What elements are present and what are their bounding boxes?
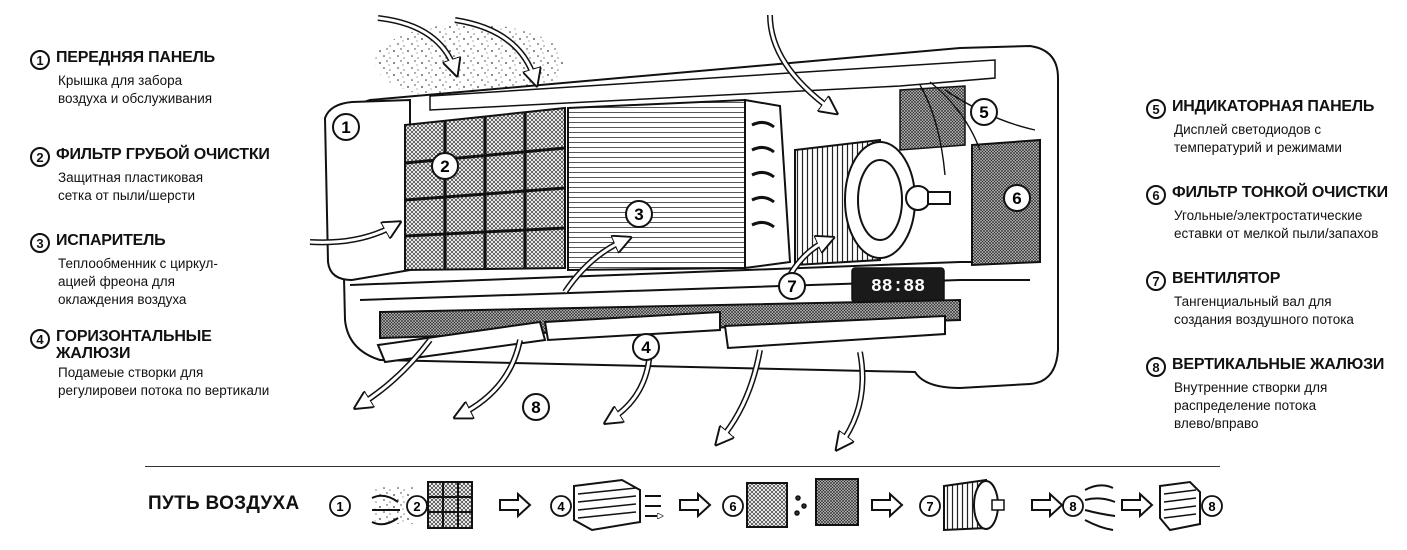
callout-number: 1 <box>341 118 350 137</box>
callout-number: 3 <box>634 205 643 224</box>
legend-title: ФИЛЬТР ТОНКОЙ ОЧИСТКИ <box>1172 184 1388 201</box>
legend-number-badge: 5 <box>1146 99 1166 119</box>
air-path-step-6: 8 <box>1062 495 1084 517</box>
callout-badges: 1 2 3 4 5 6 7 8 <box>332 98 1031 421</box>
callout-1: 1 <box>332 113 360 141</box>
dust-cloud <box>375 24 565 100</box>
legend-title: ИНДИКАТОРНАЯ ПАНЕЛЬ <box>1172 98 1375 115</box>
legend-desc-line: ацией фреона для <box>58 274 175 289</box>
air-path-step-badges: 1 2 4 6 7 8 8 <box>329 495 1223 517</box>
legend-item-3: 3 ИСПАРИТЕЛЬ Теплообменник с циркул-ацией … <box>30 232 310 309</box>
blower-fan <box>794 138 951 267</box>
legend-number-badge: 1 <box>30 50 50 70</box>
callout-number: 8 <box>531 398 540 417</box>
air-path-step-3: 4 <box>550 495 572 517</box>
legend-number-badge: 6 <box>1146 185 1166 205</box>
legend-desc-line: Подамеые створки для <box>58 365 204 380</box>
air-path-step-2: 2 <box>406 495 428 517</box>
legend-item-8: 8 ВЕРТИКАЛЬНЫЕ ЖАЛЮЗИ Внутренние створки д… <box>1146 356 1407 433</box>
legend-desc-line: Угольные/электростатические <box>1174 208 1363 223</box>
display-readout: 88:88 <box>871 277 925 297</box>
legend-number-badge: 4 <box>30 329 50 349</box>
airflow-arrows-inner <box>309 14 864 446</box>
legend-title: ИСПАРИТЕЛЬ <box>56 232 166 249</box>
legend-number-badge: 2 <box>30 147 50 167</box>
legend-desc-line: Защитная пластиковая <box>58 170 204 185</box>
air-path-step-4: 6 <box>722 495 744 517</box>
legend-item-2: 2 ФИЛЬТР ГРУБОЙ ОЧИСТКИ Защитная пластиков… <box>30 146 310 205</box>
legend-number-badge: 8 <box>1146 357 1166 377</box>
legend-title: ФИЛЬТР ГРУБОЙ ОЧИСТКИ <box>56 146 270 163</box>
rear-mesh <box>899 85 966 151</box>
callout-2: 2 <box>431 152 459 180</box>
air-path-step-1: 1 <box>329 495 351 517</box>
step-number: 4 <box>557 499 565 514</box>
legend-item-5: 5 ИНДИКАТОРНАЯ ПАНЕЛЬ Дисплей светодиодов … <box>1146 98 1407 157</box>
callout-number: 6 <box>1012 189 1021 208</box>
callout-4: 4 <box>632 333 660 361</box>
callout-number: 7 <box>787 277 796 296</box>
callout-3: 3 <box>625 200 653 228</box>
legend-desc-line: оклаждения воздуха <box>58 292 187 307</box>
legend-desc-line: еставки от мелкой пыли/запахов <box>1174 226 1379 241</box>
display-panel: 88:88 <box>851 267 945 303</box>
step-number: 6 <box>729 499 736 514</box>
air-path-title: ПУТЬ ВОЗДУХА <box>148 493 300 514</box>
legend-item-1: 1 ПЕРЕДНЯЯ ПАНЕЛЬ Крышка для забора воздуха… <box>30 49 310 108</box>
evaporator <box>567 98 792 272</box>
legend-item-4: 4 ГОРИЗОНТАЛЬНЫЕ ЖАЛЮЗИ Подамеые створки д… <box>30 328 310 400</box>
divider <box>145 466 1220 467</box>
step-number: 7 <box>926 499 933 514</box>
top-rear-strip <box>429 59 996 111</box>
callout-7: 7 <box>778 272 806 300</box>
callout-number: 4 <box>641 338 651 357</box>
step-number: 2 <box>413 499 420 514</box>
legend-desc-line: регулировеи потока по вертикали <box>58 383 270 398</box>
step-number: 8 <box>1208 499 1215 514</box>
callout-5: 5 <box>970 98 998 126</box>
callout-8: 8 <box>522 393 550 421</box>
step-number: 1 <box>336 499 343 514</box>
legend-title: ВЕНТИЛЯТОР <box>1172 270 1281 287</box>
legend-title: ВЕРТИКАЛЬНЫЕ ЖАЛЮЗИ <box>1172 356 1385 373</box>
legend-desc-line: влево/вправо <box>1174 416 1259 431</box>
coarse-filter <box>404 106 566 272</box>
legend-item-6: 6 ФИЛЬТР ТОНКОЙ ОЧИСТКИ Угольные/электрост… <box>1146 184 1407 243</box>
legend-title: ПЕРЕДНЯЯ ПАНЕЛЬ <box>56 49 215 66</box>
callout-6: 6 <box>1003 184 1031 212</box>
legend-number-badge: 7 <box>1146 271 1166 291</box>
legend-number-badge: 3 <box>30 233 50 253</box>
legend-desc-line: создания воздушного потока <box>1174 312 1354 327</box>
air-path-strip <box>371 478 1201 532</box>
legend-desc-line: Дисплей светодиодов с <box>1174 122 1322 137</box>
legend-desc-line: Тангенциальный вал для <box>1174 294 1332 309</box>
legend-desc-line: распределение потока <box>1174 398 1317 413</box>
air-path-step-7: 8 <box>1201 495 1223 517</box>
legend-desc-line: Теплообменник с циркул- <box>58 256 218 271</box>
legend-item-7: 7 ВЕНТИЛЯТОР Тангенциальный вал для создани… <box>1146 270 1407 329</box>
callout-number: 5 <box>979 103 988 122</box>
legend-desc-line: Крышка для забора <box>58 73 183 88</box>
legend-desc-line: Внутренние створки для <box>1174 380 1328 395</box>
legend-desc-line: воздуха и обслуживания <box>58 91 213 106</box>
callout-number: 2 <box>440 157 449 176</box>
legend-desc-line: сетка от пыли/шерсти <box>58 188 196 203</box>
air-path-step-5: 7 <box>919 495 941 517</box>
legend-desc-line: температурий и режимами <box>1174 140 1342 155</box>
legend-title: ГОРИЗОНТАЛЬНЫЕ ЖАЛЮЗИ <box>56 328 212 362</box>
step-number: 8 <box>1069 499 1076 514</box>
